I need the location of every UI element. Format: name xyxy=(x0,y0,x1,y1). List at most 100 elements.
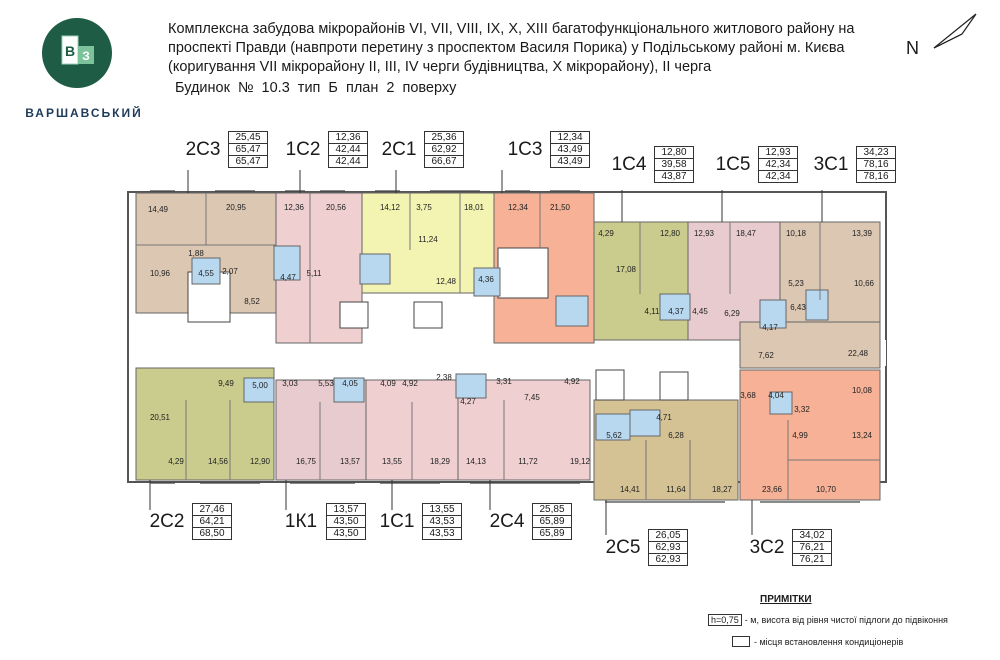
room-area: 18,29 xyxy=(430,457,451,466)
room-area: 19,12 xyxy=(570,457,591,466)
apt-area: 62,93 xyxy=(655,554,681,565)
room-area: 6,28 xyxy=(668,431,684,440)
apt-area: 65,89 xyxy=(533,516,571,528)
room-area: 4,04 xyxy=(768,391,784,400)
apt-area: 43,87 xyxy=(661,171,687,182)
apt-area: 39,58 xyxy=(655,159,693,171)
room-areas: 14,49 20,95 1,88 10,96 4,55 2,07 8,52 12… xyxy=(148,203,875,494)
apt-area: 25,85 xyxy=(533,504,571,516)
apt-area: 65,89 xyxy=(539,528,565,539)
room-area: 10,18 xyxy=(786,229,807,238)
apt-area: 25,45 xyxy=(229,132,267,144)
room-area: 20,95 xyxy=(226,203,247,212)
apt-code: 3С2 xyxy=(749,536,785,558)
apt-area: 64,21 xyxy=(193,516,231,528)
room-area: 4,27 xyxy=(460,397,476,406)
stair-right xyxy=(595,369,625,401)
room-area: 4,36 xyxy=(478,275,494,284)
room-area: 10,08 xyxy=(852,386,873,395)
room-area: 2,38 xyxy=(436,373,452,382)
apt-area: 26,05 xyxy=(649,530,687,542)
north-label: N xyxy=(906,38,919,58)
apt-area: 42,44 xyxy=(335,156,361,167)
room-area: 3,32 xyxy=(794,405,810,414)
lift-1 xyxy=(339,301,369,329)
apt-code: 1С3 xyxy=(507,138,543,160)
room-area: 18,47 xyxy=(736,229,757,238)
apt-code: 2С3 xyxy=(185,138,221,160)
room-area: 2,07 xyxy=(222,267,238,276)
room-area: 13,55 xyxy=(382,457,403,466)
room-area: 10,66 xyxy=(854,279,875,288)
sill-height-text: - м, висота від рівня чистої підлоги до … xyxy=(744,615,948,625)
room-area: 7,62 xyxy=(758,351,774,360)
logo-badge-icon: В З xyxy=(61,35,94,65)
apt-code: 1С1 xyxy=(379,510,415,532)
room-area: 12,93 xyxy=(694,229,715,238)
apt-area: 34,23 xyxy=(857,147,895,159)
apt-code: 1К1 xyxy=(284,510,318,532)
apt-area: 43,53 xyxy=(429,528,455,539)
logo-emblem: В З xyxy=(42,18,112,88)
room-area: 12,36 xyxy=(284,203,305,212)
room-area: 13,57 xyxy=(340,457,361,466)
notes-title: ПРИМІТКИ xyxy=(760,594,812,605)
apt-code: 1С2 xyxy=(285,138,321,160)
room-area: 4,05 xyxy=(342,379,358,388)
room-area: 10,96 xyxy=(150,269,171,278)
room-area: 4,45 xyxy=(692,307,708,316)
room-area: 12,34 xyxy=(508,203,529,212)
room-area: 5,11 xyxy=(307,269,323,278)
lift-2 xyxy=(413,301,443,329)
room-area: 4,11 xyxy=(645,307,661,316)
apt-area: 76,21 xyxy=(793,542,831,554)
room-area: 5,53 xyxy=(318,379,334,388)
leader-lines xyxy=(149,170,823,535)
unit-3c2 xyxy=(739,369,881,501)
apt-area: 34,02 xyxy=(793,530,831,542)
room-area: 3,31 xyxy=(496,377,512,386)
partitions xyxy=(136,193,880,500)
room-area: 3,03 xyxy=(282,379,298,388)
sill-height-key: h=0,75 xyxy=(708,614,742,626)
lift-3 xyxy=(659,371,689,401)
apt-area: 42,34 xyxy=(765,171,791,182)
apt-area: 62,92 xyxy=(425,144,463,156)
apt-area: 43,50 xyxy=(327,516,365,528)
title-line: (коригування VII мікрорайону II, III, IV… xyxy=(168,59,712,75)
room-area: 14,49 xyxy=(148,205,169,214)
bathrooms xyxy=(191,245,829,441)
plan-subtitle: Будинок № 10.3 тип Б план 2 поверху xyxy=(175,80,457,96)
apt-code: 2С4 xyxy=(489,510,525,532)
apt-area: 68,50 xyxy=(199,528,225,539)
brand-logo: В З ВАРШАВСЬКИЙ xyxy=(14,14,144,124)
room-area: 14,56 xyxy=(208,457,229,466)
apt-area: 78,16 xyxy=(863,171,889,182)
room-area: 4,17 xyxy=(762,323,778,332)
room-area: 12,48 xyxy=(436,277,457,286)
room-area: 5,62 xyxy=(606,431,622,440)
room-area: 6,29 xyxy=(724,309,740,318)
apt-code: 1С5 xyxy=(715,153,751,175)
title-line: Комплексна забудова мікрорайонів VI, VII… xyxy=(168,21,855,37)
apt-area: 65,47 xyxy=(235,156,261,167)
room-area: 5,23 xyxy=(788,279,804,288)
room-area: 3,68 xyxy=(740,391,756,400)
room-area: 4,29 xyxy=(168,457,184,466)
apt-area: 12,36 xyxy=(329,132,367,144)
room-area: 16,75 xyxy=(296,457,317,466)
apt-area: 12,80 xyxy=(655,147,693,159)
apt-area: 25,36 xyxy=(425,132,463,144)
